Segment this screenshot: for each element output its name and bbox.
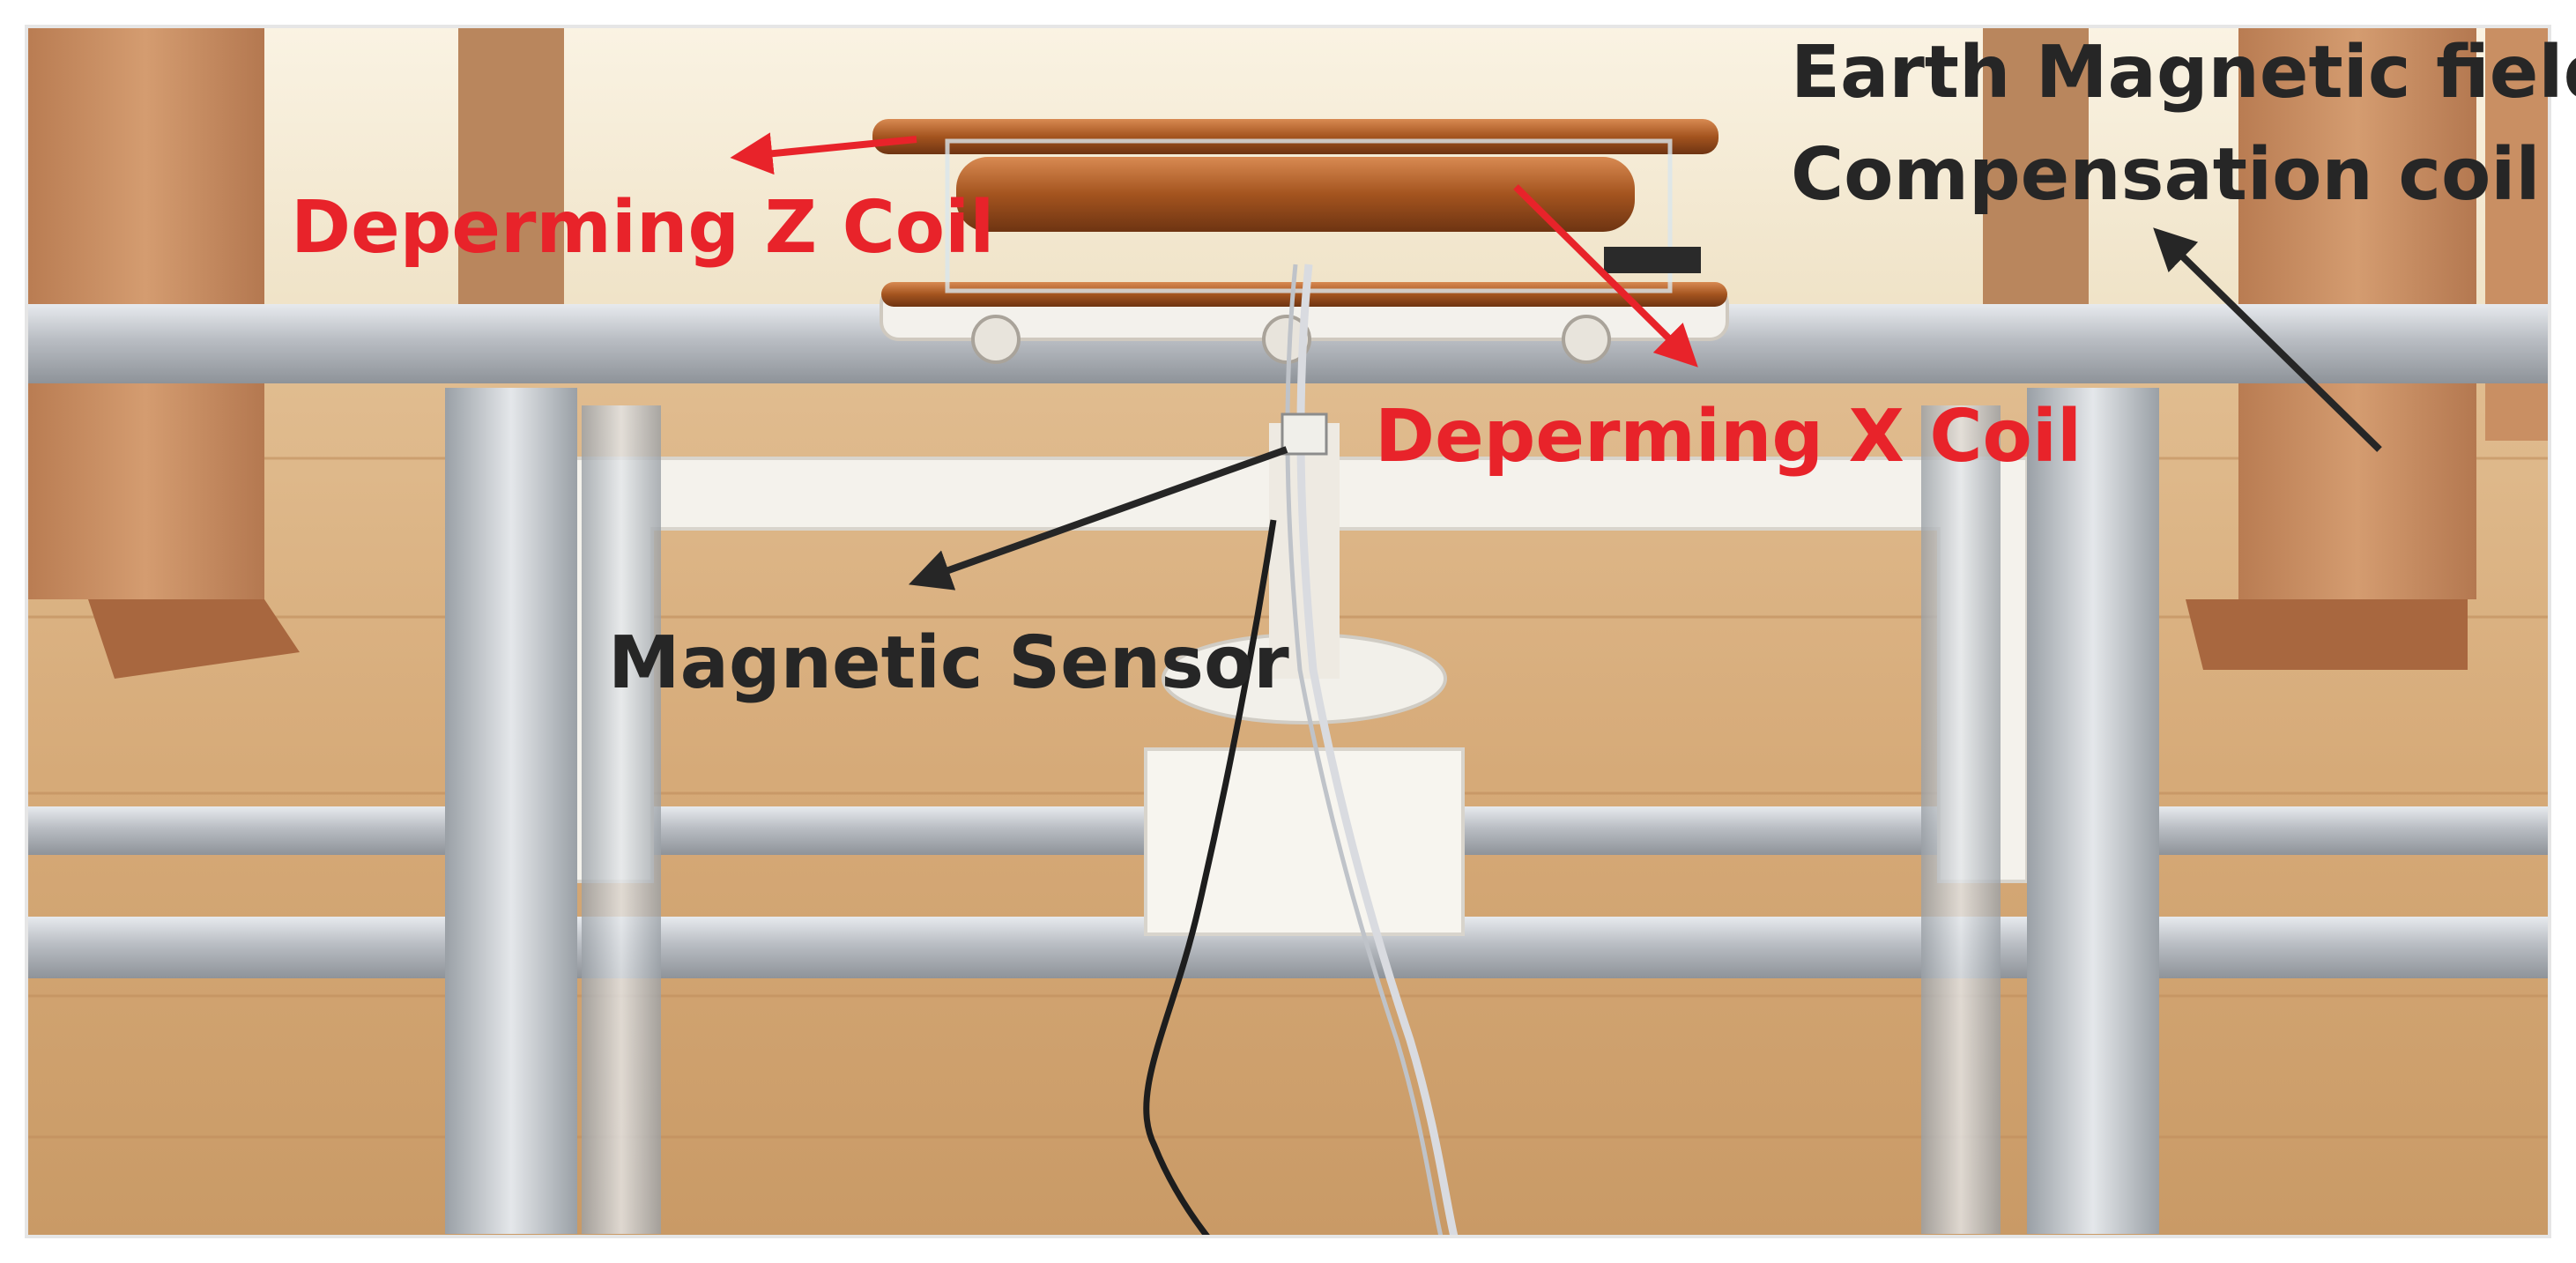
label-deperming-z-coil: Deperming Z Coil — [291, 186, 995, 270]
photo-border — [25, 25, 2551, 1238]
label-magnetic-sensor: Magnetic Sensor — [608, 621, 1289, 705]
frame-post-left — [445, 388, 577, 1234]
frame-post-right-inner — [1921, 405, 2001, 1234]
arrow-magnetic-sensor — [908, 446, 1288, 591]
label-earth-magnetic-field: Earth Magnetic field — [1791, 31, 2576, 115]
magnetic-sensor — [1281, 412, 1328, 456]
arrow-deperming-z — [730, 132, 917, 175]
label-deperming-x-coil: Deperming X Coil — [1375, 395, 2082, 479]
sensor-cable-dark — [1143, 519, 1277, 1239]
frame-post-right — [2027, 388, 2159, 1234]
frame-post-left-inner — [582, 405, 661, 1234]
label-compensation-coil: Compensation coil — [1791, 133, 2541, 217]
arrow-deperming-x — [1513, 184, 1698, 368]
arrow-earth-field — [2153, 227, 2382, 452]
